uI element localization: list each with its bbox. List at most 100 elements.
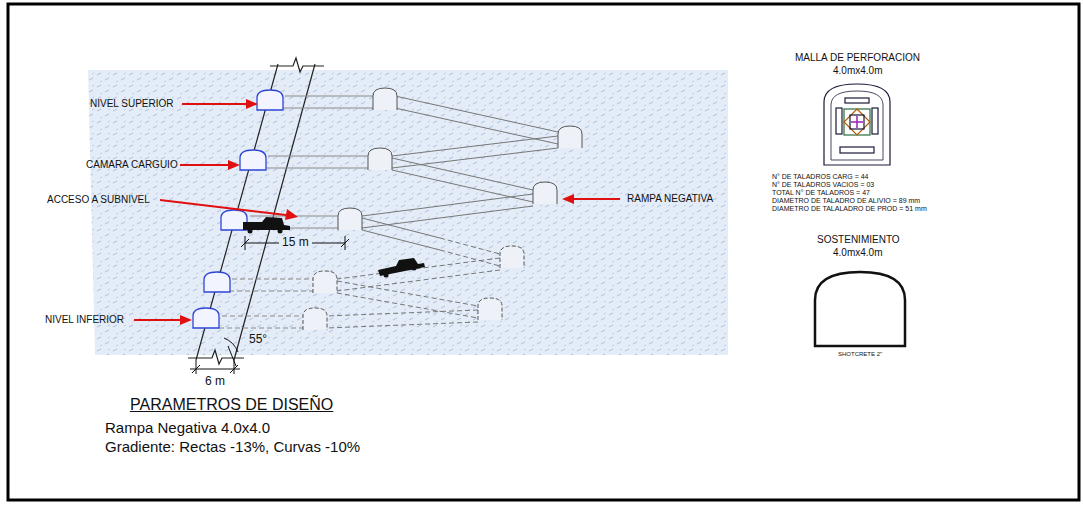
level-arch — [193, 308, 219, 328]
tunnel-arch — [373, 88, 397, 110]
panel-subheading: 4.0mx4.0m — [833, 247, 882, 259]
drill-pattern — [824, 84, 890, 165]
drill-data: TOTAL N° DE TALADROS = 47 — [772, 189, 870, 197]
level-label: CAMARA CARGUIO — [86, 159, 178, 171]
rib-holes — [836, 108, 842, 134]
leader-line — [182, 103, 248, 105]
drift-line — [219, 328, 303, 329]
extension-line — [345, 236, 346, 250]
level-arch — [257, 90, 283, 110]
scoop-wheel — [248, 229, 253, 234]
cut-square — [844, 109, 870, 135]
ramp-line — [362, 194, 533, 216]
ramp-label: RAMPA NEGATIVA — [627, 193, 713, 205]
support-section — [815, 272, 905, 346]
level-arch — [204, 272, 230, 292]
drift-line — [232, 279, 313, 280]
drill-data: N° DE TALADROS CARG = 44 — [772, 173, 869, 181]
panel-subheading: 4.0mx4.0m — [833, 65, 882, 77]
tunnel-arch — [478, 298, 502, 320]
ramp-sections — [303, 88, 582, 330]
ramp-line — [327, 310, 478, 316]
tunnel-arch — [368, 148, 392, 170]
dimension-tick — [230, 365, 238, 373]
arrow-head — [562, 194, 574, 204]
dimension-tick — [192, 365, 200, 373]
scoop-wheel — [278, 229, 283, 234]
tunnel-arch — [303, 308, 327, 330]
relief-hole — [851, 121, 863, 123]
level-arch — [240, 150, 266, 170]
callout-arrows — [134, 99, 620, 325]
contour-holes — [831, 91, 883, 160]
drift-line — [268, 156, 368, 157]
level-label: ACCESO A SUBNIVEL — [47, 194, 150, 206]
ramp-line — [362, 218, 440, 238]
tunnel-arch — [338, 208, 362, 230]
ramp-line — [337, 270, 500, 291]
drill-data: DIAMETRO DE TALADRO DE ALIVIO = 89 mm — [772, 197, 920, 205]
rib-holes — [872, 108, 878, 134]
extension-line — [196, 360, 197, 374]
angle-leader — [228, 346, 236, 366]
ramp-line — [337, 281, 478, 306]
ramp-line — [362, 230, 440, 250]
dimension-label: 15 m — [279, 236, 312, 250]
dimension-label: 6 m — [205, 375, 225, 389]
drill-data: DIAMETRO DE TALALADRO DE PROD = 51 mm — [772, 205, 927, 213]
design-parameter: Rampa Negativa 4.0x4.0 — [105, 419, 270, 436]
drift-line — [229, 291, 313, 292]
rock-mass — [88, 70, 728, 355]
angle-arc — [224, 338, 238, 352]
level-label: NIVEL INFERIOR — [45, 314, 124, 326]
leader-line — [134, 319, 182, 321]
drift-line — [265, 168, 368, 169]
page-frame — [8, 4, 1079, 500]
ramp-line — [440, 238, 500, 254]
ramp-line — [392, 158, 533, 190]
burn-cut — [850, 115, 864, 129]
arrow-head — [246, 99, 258, 109]
dimension-line — [190, 369, 240, 370]
scoop-icon — [243, 217, 290, 230]
face-outline — [824, 84, 890, 165]
angle-label: 55° — [249, 333, 267, 347]
roof-holes — [845, 98, 869, 103]
break-mark — [270, 58, 324, 72]
ramp-line — [440, 250, 500, 266]
ramp-line — [395, 96, 558, 132]
panel-heading: SOSTENIMIENTO — [817, 234, 900, 246]
cut-diamond — [844, 109, 870, 135]
tunnel-arch — [558, 126, 582, 148]
ramp-line — [392, 136, 558, 156]
arrow-head — [180, 315, 192, 325]
drift-line — [282, 108, 373, 109]
arrow-head — [228, 160, 240, 170]
scoop-wheel — [384, 273, 389, 278]
leader-line — [160, 200, 286, 215]
leader-line — [572, 198, 620, 200]
panel-heading: MALLA DE PERFORACION — [795, 52, 920, 64]
level-label: NIVEL SUPERIOR — [90, 98, 174, 110]
lifter-holes — [840, 147, 874, 153]
section-heading: PARAMETROS DE DISEÑO — [130, 396, 333, 414]
ramp-line — [337, 258, 500, 279]
extension-line — [245, 236, 246, 250]
ramp-line — [327, 322, 478, 328]
loaders — [243, 217, 425, 278]
ramp-line — [337, 293, 478, 318]
tunnel-arch — [500, 246, 524, 268]
tunnel-arch — [533, 182, 557, 204]
support-note: SHOTCRETE 2" — [838, 351, 882, 358]
dimensions — [190, 236, 349, 374]
negative-ramp — [327, 96, 558, 328]
scoop-wheel — [412, 266, 417, 271]
design-parameter: Gradiente: Rectas -13%, Curvas -10% — [105, 438, 360, 455]
tunnel-arch — [313, 271, 337, 293]
arrow-head — [285, 209, 298, 220]
leader-line — [180, 164, 230, 166]
drill-data: N° DE TALADROS VACIOS = 03 — [772, 181, 874, 189]
access-drifts — [219, 96, 373, 328]
drift-line — [222, 316, 303, 317]
